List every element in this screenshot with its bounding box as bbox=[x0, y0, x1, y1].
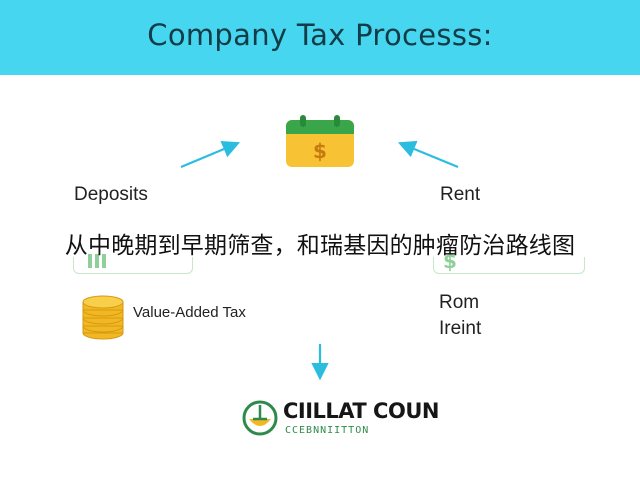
rent-box bbox=[433, 257, 585, 274]
leaf-logo-icon bbox=[242, 400, 278, 436]
deposits-box bbox=[73, 257, 193, 274]
title-banner: Company Tax Processs: bbox=[0, 0, 640, 75]
calendar-dollar-icon: $ bbox=[286, 115, 354, 167]
node-ireint: Ireint bbox=[439, 318, 482, 339]
brand-tagline: CCEBNNIITTON bbox=[285, 425, 370, 436]
money-icon bbox=[88, 254, 106, 268]
arrow-deposits-to-calendar bbox=[180, 140, 241, 169]
dollar-icon: $ bbox=[443, 249, 457, 272]
calendar-symbol: $ bbox=[313, 139, 327, 163]
svg-text:$: $ bbox=[443, 249, 457, 272]
page-title: Company Tax Processs: bbox=[147, 17, 493, 52]
node-rom: Rom bbox=[439, 292, 480, 313]
brand-name: CIILLAT COUN bbox=[283, 399, 439, 423]
arrow-rent-to-calendar bbox=[397, 140, 459, 169]
coin-stack-icon bbox=[82, 295, 124, 340]
overlay-caption: 从中晚期到早期筛查，和瑞基因的肿瘤防治路线图 bbox=[64, 233, 576, 259]
node-deposits: Deposits bbox=[74, 184, 148, 205]
node-rent: Rent bbox=[440, 184, 481, 205]
node-vat: Value-Added Tax bbox=[133, 304, 246, 321]
